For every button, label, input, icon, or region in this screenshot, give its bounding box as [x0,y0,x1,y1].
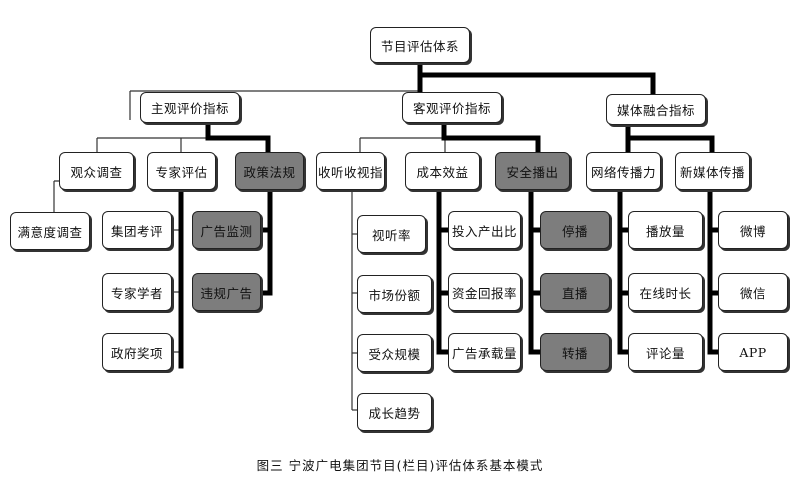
root-node: 节目评估体系 [370,27,470,63]
node-audience-survey: 观众调查 [59,152,134,190]
node-subjective-indicators: 主观评价指标 [140,92,240,123]
node-experts-scholars: 专家学者 [102,273,172,311]
node-audience-size: 受众规模 [357,334,432,372]
node-ratings: 收听收视指 [316,152,385,190]
node-broadcast-stop: 停播 [540,211,610,249]
node-live-broadcast: 直播 [540,273,610,311]
node-ad-load: 广告承载量 [448,333,521,371]
node-growth-trend: 成长趋势 [357,393,432,431]
node-online-duration: 在线时长 [628,273,703,311]
node-market-share: 市场份额 [357,275,432,313]
node-ad-monitoring: 广告监测 [192,211,261,249]
node-comment-count: 评论量 [628,333,703,371]
node-fund-return-rate: 资金回报率 [448,273,521,311]
node-cost-benefit: 成本效益 [405,152,480,190]
node-wechat: 微信 [718,273,788,311]
node-input-output-ratio: 投入产出比 [448,211,521,249]
node-viewing-rate: 视听率 [357,215,426,253]
node-group-assessment: 集团考评 [102,211,172,249]
node-weibo: 微博 [718,211,788,249]
node-satisfaction-survey: 满意度调查 [10,212,90,250]
node-play-count: 播放量 [628,211,703,249]
node-policy-regulations: 政策法规 [235,152,304,190]
node-objective-indicators: 客观评价指标 [402,92,502,123]
node-government-awards: 政府奖项 [102,333,172,371]
node-media-convergence-indicators: 媒体融合指标 [606,94,706,125]
node-app: APP [718,333,788,371]
node-network-spread: 网络传播力 [586,152,661,190]
node-rebroadcast: 转播 [540,333,610,371]
figure-caption: 图三 宁波广电集团节目(栏目)评估体系基本模式 [256,458,544,473]
node-safe-broadcasting: 安全播出 [495,152,570,190]
node-new-media-spread: 新媒体传播 [675,152,750,190]
node-illegal-ads: 违规广告 [192,273,261,311]
node-expert-evaluation: 专家评估 [147,152,216,190]
